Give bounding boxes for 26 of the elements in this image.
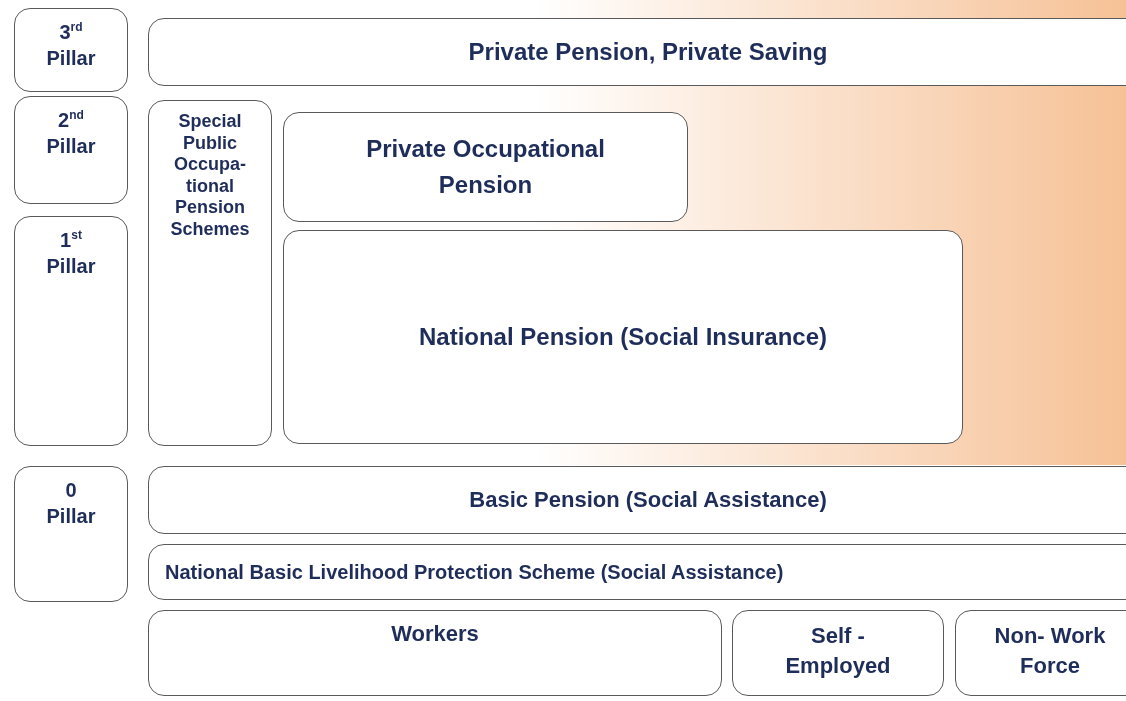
pillar-label: 1$^{st}$ Pillar: [45, 227, 97, 279]
tier-label: Special Public Occupa- tional Pension Schemes: [169, 111, 251, 241]
pension-tier-box: [148, 100, 272, 446]
pension-tier-box: [283, 230, 963, 444]
tier-label: Non- Work Force: [993, 622, 1107, 680]
tier-label: Private Occupational Pension: [365, 134, 606, 200]
population-group-box: [732, 610, 944, 696]
tier-label: Self - Employed: [784, 622, 892, 680]
tier-label: Private Pension, Private Saving: [468, 38, 828, 66]
tier-label: National Pension (Social Insurance): [418, 323, 828, 351]
pillar-label: 0 Pillar: [45, 478, 97, 529]
pillar-label-box: [14, 216, 128, 446]
pension-tier-box: [148, 544, 1126, 600]
pillar-label: 3$^{rd}$ Pillar: [45, 19, 97, 71]
pillar-label-box: [14, 466, 128, 602]
pillar-label: 2$^{nd}$ Pillar: [45, 107, 97, 159]
population-group-box: [955, 610, 1126, 696]
pillar-label-box: [14, 96, 128, 204]
tier-label: National Basic Livelihood Protection Scheme (Social Assistance): [165, 560, 784, 584]
pillar-label-box: [14, 8, 128, 92]
pension-tier-box: [148, 18, 1126, 86]
tier-label: Basic Pension (Social Assistance): [469, 487, 827, 513]
pension-tier-box: [148, 466, 1126, 534]
population-group-box: [148, 610, 722, 696]
pension-tier-box: [283, 112, 688, 222]
tier-label: Workers: [391, 621, 479, 647]
